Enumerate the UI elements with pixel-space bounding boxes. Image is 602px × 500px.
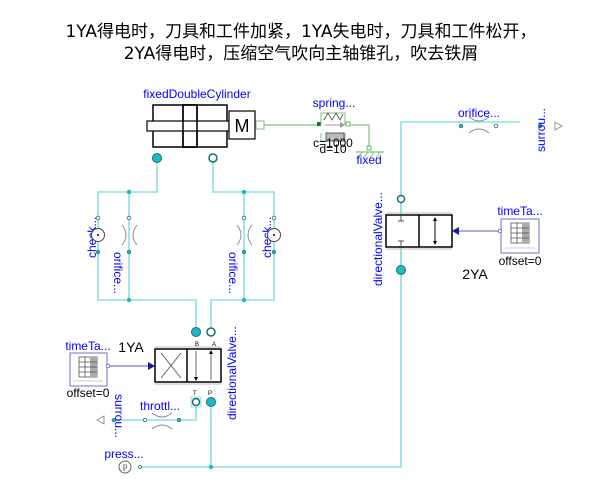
timetable-right-offset: offset=0 xyxy=(499,254,542,268)
wire-cyl-b[interactable] xyxy=(210,158,275,328)
spring-param-d: d=10 xyxy=(319,142,346,156)
surrounding-bottom[interactable]: surrou... xyxy=(96,394,126,438)
port-b-connector[interactable] xyxy=(208,153,218,163)
orifice-right[interactable]: orifice... xyxy=(226,215,253,294)
fluid-wires xyxy=(97,121,520,468)
wire-throttle[interactable] xyxy=(111,402,197,421)
spring-damper[interactable]: spring... c=1000 d=10 xyxy=(313,96,370,156)
valve2-coil-label: 2YA xyxy=(462,266,488,282)
pressure-source[interactable]: press... P xyxy=(104,447,144,474)
orifice-right-label: orifice... xyxy=(226,252,240,294)
throttle[interactable]: throttl... xyxy=(140,399,182,430)
description-line-2: 2YA得电时，压缩空气吹向主轴锥孔，吹去铁屑 xyxy=(123,44,479,64)
cylinder-label: fixedDoubleCylinder xyxy=(143,87,250,101)
time-table-right[interactable]: timeTa... offset=0 xyxy=(497,204,542,268)
description-line-1: 1YA得电时，刀具和工件加紧，1YA失电时，刀具和工件松开， xyxy=(65,22,537,42)
surrounding-top[interactable]: surrou... xyxy=(534,108,563,152)
valve1-port-b[interactable] xyxy=(191,327,201,337)
directional-valve-1[interactable]: directionalValve... B A T P 1YA xyxy=(108,326,239,420)
orifice-top[interactable]: orifice... xyxy=(458,106,500,134)
check-valve-right[interactable]: check... xyxy=(260,215,281,258)
valve1-port-p-tag: P xyxy=(208,391,212,397)
valve2-port-a[interactable] xyxy=(396,194,406,204)
valve1-port-a[interactable] xyxy=(206,327,216,337)
surrounding-top-label: surrou... xyxy=(534,108,548,152)
throttle-label: throttl... xyxy=(140,399,180,413)
valve2-port-p[interactable] xyxy=(396,265,406,275)
pressure-glyph: P xyxy=(122,463,127,473)
valve1-port-a-tag: A xyxy=(212,342,216,348)
port-a-connector[interactable] xyxy=(152,153,162,163)
orifice-left[interactable]: orifice... xyxy=(111,215,138,294)
valve1-coil-label: 1YA xyxy=(118,339,144,355)
valve1-port-t-tag: T xyxy=(193,391,197,397)
valve2-label: directionalValve... xyxy=(371,192,385,286)
valve1-port-p[interactable] xyxy=(206,397,216,407)
valve1-port-t[interactable] xyxy=(191,397,201,407)
valve1-port-b-tag: B xyxy=(195,342,199,348)
spring-label: spring... xyxy=(313,96,356,110)
fixed-label: fixed xyxy=(356,153,381,167)
fixed-double-cylinder[interactable]: fixedDoubleCylinder M xyxy=(143,87,265,163)
orifice-left-label: orifice... xyxy=(111,252,125,294)
check-valve-left[interactable]: check... xyxy=(85,215,105,258)
orifice-top-label: orifice... xyxy=(458,106,500,120)
time-table-left[interactable]: timeTa... offset=0 xyxy=(65,339,110,400)
junction-dots xyxy=(126,189,247,470)
motor-glyph: M xyxy=(235,116,250,136)
spring-param-c: c=1000 xyxy=(313,136,353,150)
check-right-label: check... xyxy=(260,217,274,258)
timetable-left-label: timeTa... xyxy=(65,339,110,353)
valve1-label: directionalValve... xyxy=(225,326,239,420)
timetable-left-offset: offset=0 xyxy=(67,386,110,400)
fixed-ground[interactable]: fixed xyxy=(356,145,384,167)
wire-cyl-a[interactable] xyxy=(97,158,197,328)
surrounding-bottom-label: surrou... xyxy=(112,394,126,438)
wire-supply[interactable] xyxy=(210,121,520,468)
directional-valve-2[interactable]: directionalValve... 2YA xyxy=(371,192,500,286)
timetable-right-label: timeTa... xyxy=(497,204,542,218)
pressure-source-label: press... xyxy=(104,447,143,461)
